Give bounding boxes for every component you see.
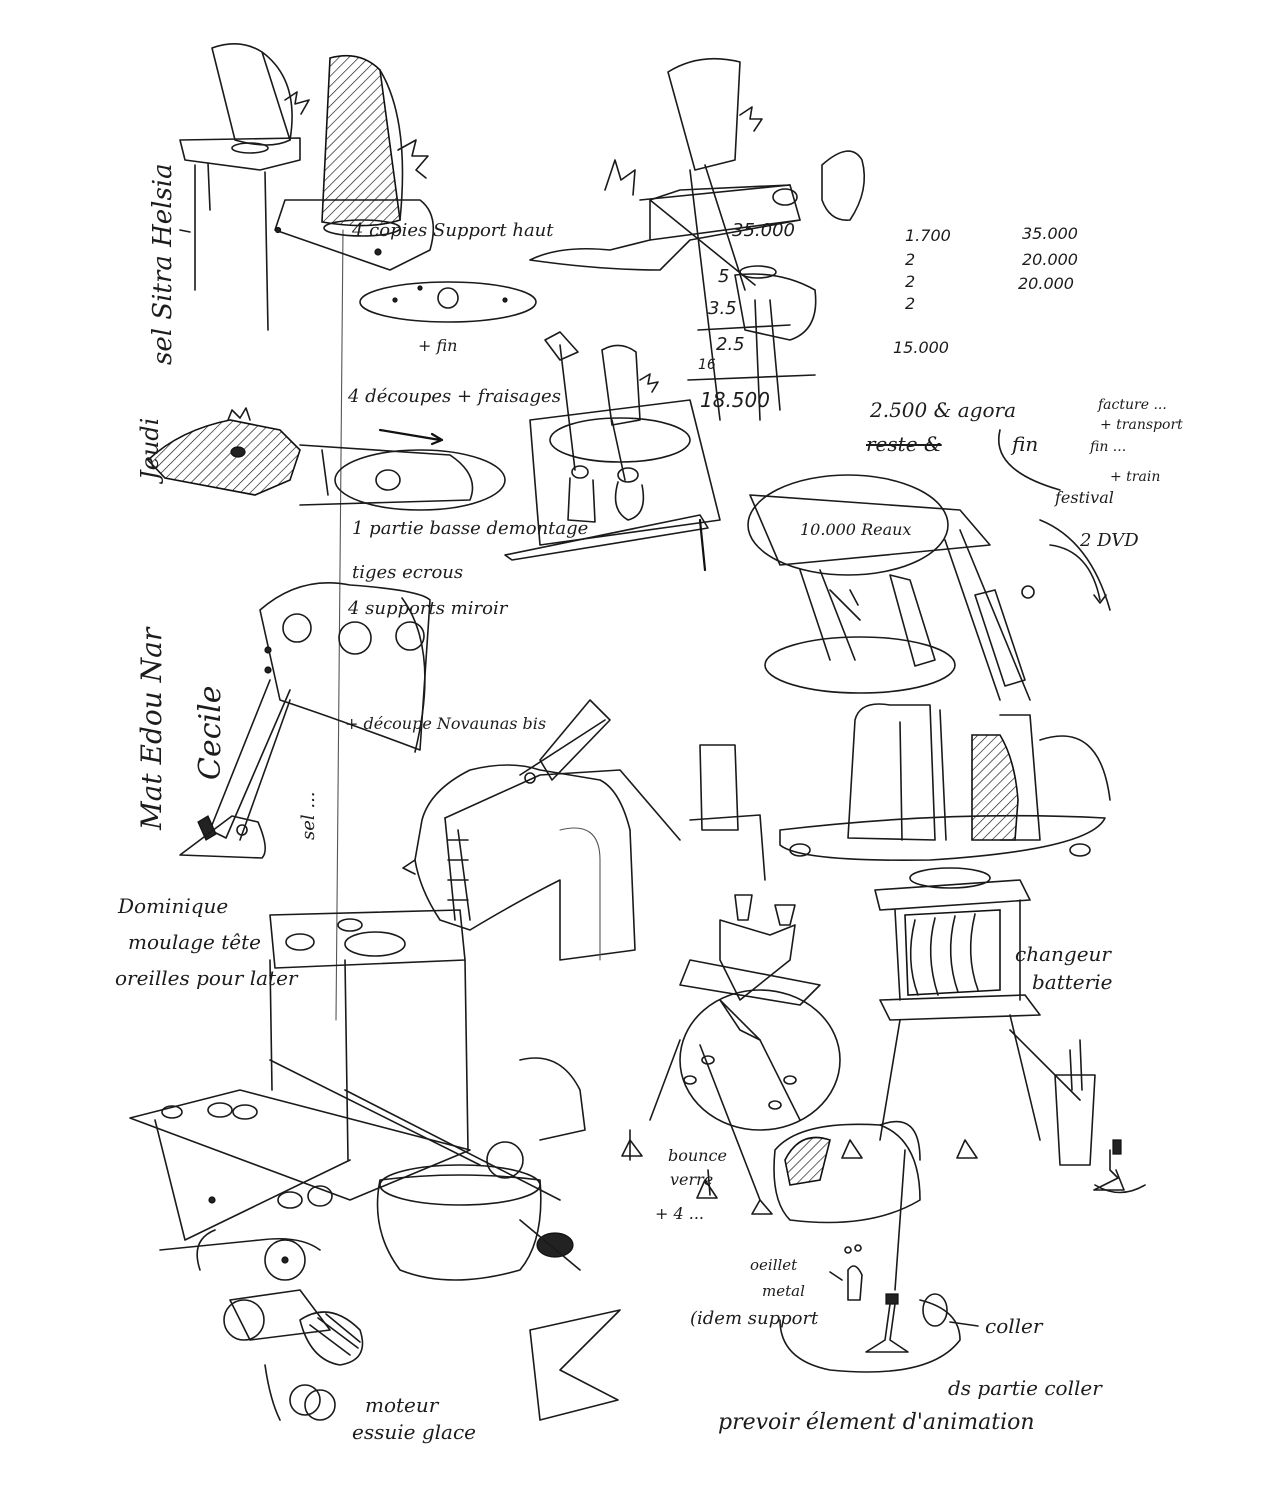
- note-reste: reste &: [866, 432, 942, 456]
- note-festival: festival: [1055, 488, 1114, 507]
- calc-right-c1-2: 2: [905, 250, 916, 269]
- note-transport: + transport: [1100, 417, 1183, 433]
- motor-sketch: [159, 1229, 364, 1421]
- note-dominique-3: oreilles pour later: [115, 966, 298, 990]
- right-lamp-assembly-sketch: [747, 474, 1111, 1159]
- note-bounce-1: bounce: [668, 1146, 727, 1165]
- vertical-note-jeudi: Jeudi: [136, 417, 164, 480]
- note-prevoir: prevoir élement d'animation: [718, 1410, 1035, 1435]
- note-reaux: 10.000 Reaux: [800, 520, 912, 539]
- note-tiges: tiges ecrous: [352, 562, 464, 583]
- calc-left-6: 18.500: [700, 388, 770, 412]
- calc-right-c1-4: 2: [905, 294, 916, 313]
- top-left-support-sketch: [179, 43, 435, 331]
- vertical-note-sitra: sel Sitra Helsia: [148, 163, 178, 365]
- note-coller: coller: [985, 1314, 1043, 1338]
- note-fin: + fin: [418, 336, 458, 355]
- note-dominique-2: moulage tête: [128, 930, 261, 954]
- arrows: [998, 429, 1107, 604]
- calc-right-c1-1: 1.700: [905, 226, 951, 245]
- bottom-right-detail-sketch: [779, 1149, 979, 1373]
- note-novanas: + découpe Novaunas bis: [345, 714, 547, 733]
- note-oeillet-1: oeillet: [750, 1256, 798, 1274]
- note-changeur-2: batterie: [1032, 970, 1113, 994]
- calc-left-2: 5: [718, 266, 730, 287]
- right-bowl-sketch: [773, 1120, 921, 1224]
- top-right-arm-sketch: [529, 57, 866, 421]
- note-oeillet-2: metal: [762, 1282, 805, 1300]
- calc-left-3: 3.5: [708, 298, 737, 319]
- note-train: + train: [1110, 469, 1161, 485]
- vertical-note-cecile: Cecile: [193, 685, 228, 780]
- mid-left-head-sketch: [146, 407, 506, 511]
- note-changeur-1: changeur: [1015, 942, 1111, 966]
- note-supports-miroir: 4 supports miroir: [348, 598, 508, 619]
- note-fin-2: fin: [1012, 432, 1039, 456]
- note-moteur-2: essuie glace: [352, 1420, 476, 1444]
- vertical-note-sel: sel ...: [298, 791, 319, 840]
- note-decoupes: 4 découpes + fraisages: [348, 386, 561, 407]
- mid-center-stand-sketch: [504, 331, 721, 572]
- calc-right-c1-3: 2: [905, 272, 916, 291]
- note-support-haut: 4 copies Support haut: [352, 220, 554, 241]
- calc-left-1: 35.000: [732, 220, 795, 241]
- construction-line: [335, 229, 344, 1021]
- note-bounce-2: verre: [670, 1170, 714, 1189]
- plate-sketch: [359, 281, 537, 323]
- calc-lines: [687, 324, 816, 381]
- calc-left-4: 2.5: [716, 334, 745, 355]
- note-dvd: 2 DVD: [1080, 530, 1139, 551]
- note-moteur-1: moteur: [365, 1393, 439, 1417]
- note-oeillet-3: (idem support: [690, 1308, 819, 1329]
- calc-right-c2-2: 20.000: [1022, 250, 1078, 269]
- mid-left-frame-sketch: [179, 582, 431, 859]
- lower-left-box-sketch: [129, 909, 561, 1241]
- calc-right-c2-3: 20.000: [1018, 274, 1074, 293]
- head-profile-sketch: [402, 699, 681, 961]
- note-ds-partie: ds partie coller: [948, 1376, 1102, 1400]
- lower-middle-bowl-sketch: [376, 1057, 621, 1421]
- note-dominique-1: Dominique: [118, 894, 229, 918]
- calc-right-c2-1: 35.000: [1022, 224, 1078, 243]
- calc-left-5: 16: [698, 357, 716, 373]
- suction-cup-sketch: [1054, 1039, 1146, 1194]
- note-partie-basse: 1 partie basse demontage: [352, 518, 589, 539]
- vertical-note-mat: Mat Edou Nar: [135, 627, 168, 830]
- calc-right-c1-5: 15.000: [893, 338, 949, 357]
- note-fin-3: fin ...: [1090, 439, 1127, 455]
- tripod-sketch: [621, 744, 841, 1215]
- note-bounce-3: + 4 ...: [655, 1204, 705, 1223]
- note-facture: facture ...: [1098, 397, 1167, 413]
- note-agora: 2.500 & agora: [870, 398, 1017, 422]
